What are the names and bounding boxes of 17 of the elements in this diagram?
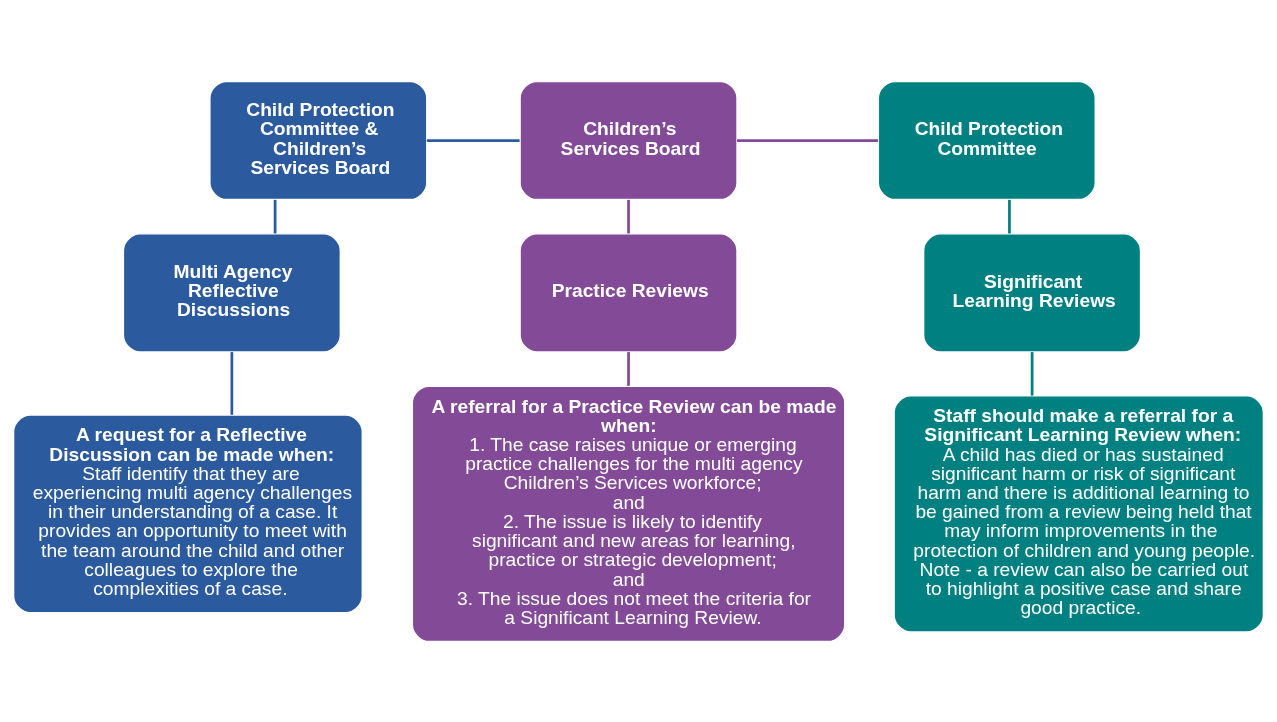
node-box: Significant Learning Reviews [922,232,1142,353]
node-box: A referral for a Practice Review can be made when: 1. The case raises unique or emerging practice challenges for the multi agency Children’s Services workforce; and 2. The issue is likely to identify significant and new areas for learning, practice or strategic development; and 3. The issue does not meet the criteria for a Significant Learning Review. [411,385,846,642]
connector [230,351,234,415]
connector [627,199,630,233]
node-box: Staff should make a referral for a Significant Learning Review when: A child has died or has sustained significant harm or risk of significant harm and there is additional learning to be gained from a review being held that may inform improvements in the protection of children and young people. Note - a review can also be carried out to highlight a positive case and share good practice. [893,394,1265,633]
connector [426,138,520,142]
connector [273,199,277,233]
node-box: Child Protection Committee [877,80,1096,200]
connector [1008,199,1011,233]
connector [1030,351,1034,396]
node-box: Multi Agency Reflective Discussions [122,232,341,353]
connector [627,351,630,386]
node-box: Practice Reviews [519,232,738,353]
node-box: Child Protection Committee & Children’s Services Board [209,80,428,200]
node-box: Children’s Services Board [519,80,738,200]
connector [737,138,879,142]
node-box: A request for a Reflective Discussion can be made when: Staff identify that they are experiencing multi agency challenges in their understanding of a case. It provides an opportunity to meet with the team around the child and other colleagues to explore the complexities of a case. [12,413,363,613]
